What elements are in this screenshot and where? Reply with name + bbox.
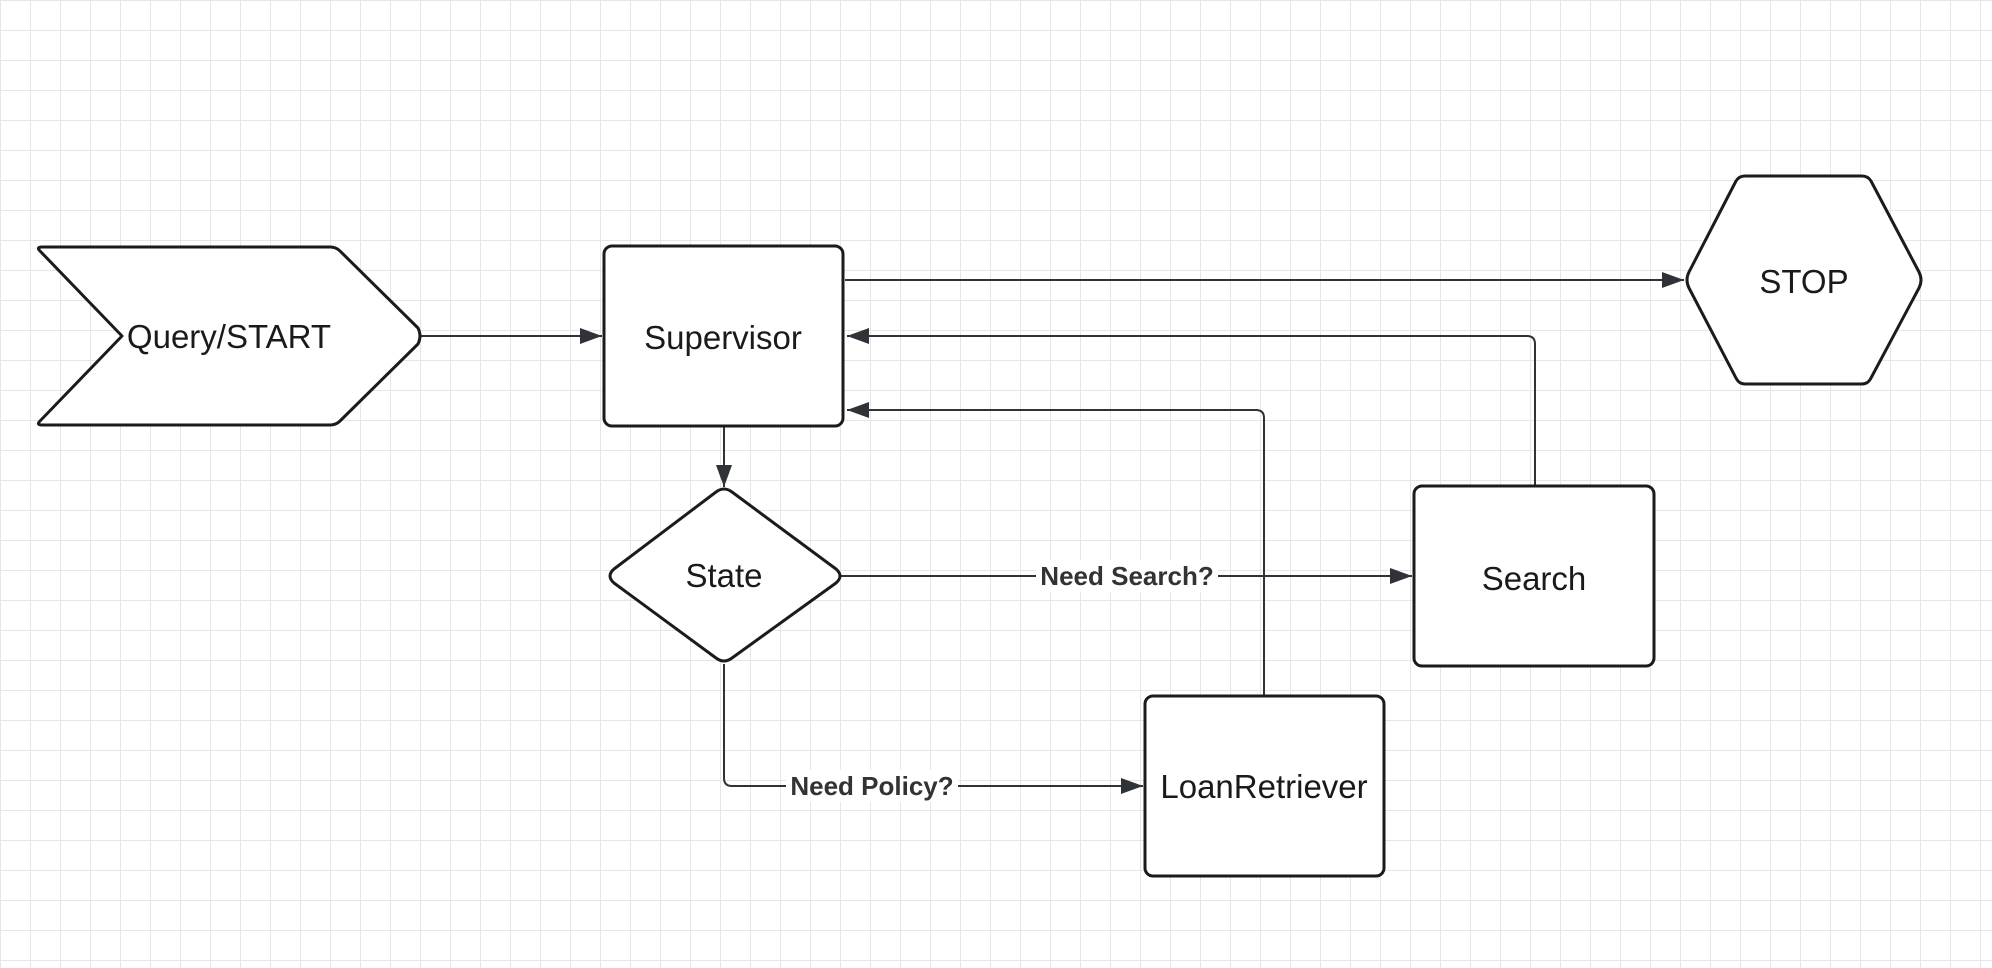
node-label-search: Search [1482, 560, 1587, 597]
node-stop[interactable]: STOP [1685, 174, 1923, 386]
edge-labels: Need Search? Need Policy? [786, 560, 1218, 802]
edge-state-to-loan[interactable] [723, 664, 1143, 794]
search-box [1412, 484, 1656, 668]
node-loan-retriever[interactable]: LoanRetriever [1143, 694, 1386, 878]
node-state[interactable]: State [608, 487, 842, 663]
edges [421, 272, 1684, 794]
node-query-start[interactable]: Query/START [36, 245, 422, 427]
node-label-loan-retriever: LoanRetriever [1160, 768, 1367, 805]
loan-retriever-box [1143, 694, 1386, 878]
edge-search-to-supervisor[interactable] [847, 328, 1536, 485]
edge-label-need-policy[interactable]: Need Policy? [790, 771, 953, 801]
diamond-shape [608, 487, 842, 663]
hexagon-shape [1685, 174, 1923, 386]
chevron-shape [36, 245, 422, 427]
node-supervisor[interactable]: Supervisor [602, 244, 845, 428]
node-label-query-start: Query/START [127, 318, 331, 355]
node-search[interactable]: Search [1412, 484, 1656, 668]
edge-label-bg-policy [786, 770, 958, 802]
edge-label-need-search[interactable]: Need Search? [1040, 561, 1213, 591]
edge-label-bg-search [1036, 560, 1218, 592]
supervisor-box [602, 244, 845, 428]
edge-loan-to-supervisor[interactable] [847, 402, 1265, 696]
node-label-stop: STOP [1759, 263, 1848, 300]
node-label-supervisor: Supervisor [644, 319, 802, 356]
node-label-state: State [685, 557, 762, 594]
